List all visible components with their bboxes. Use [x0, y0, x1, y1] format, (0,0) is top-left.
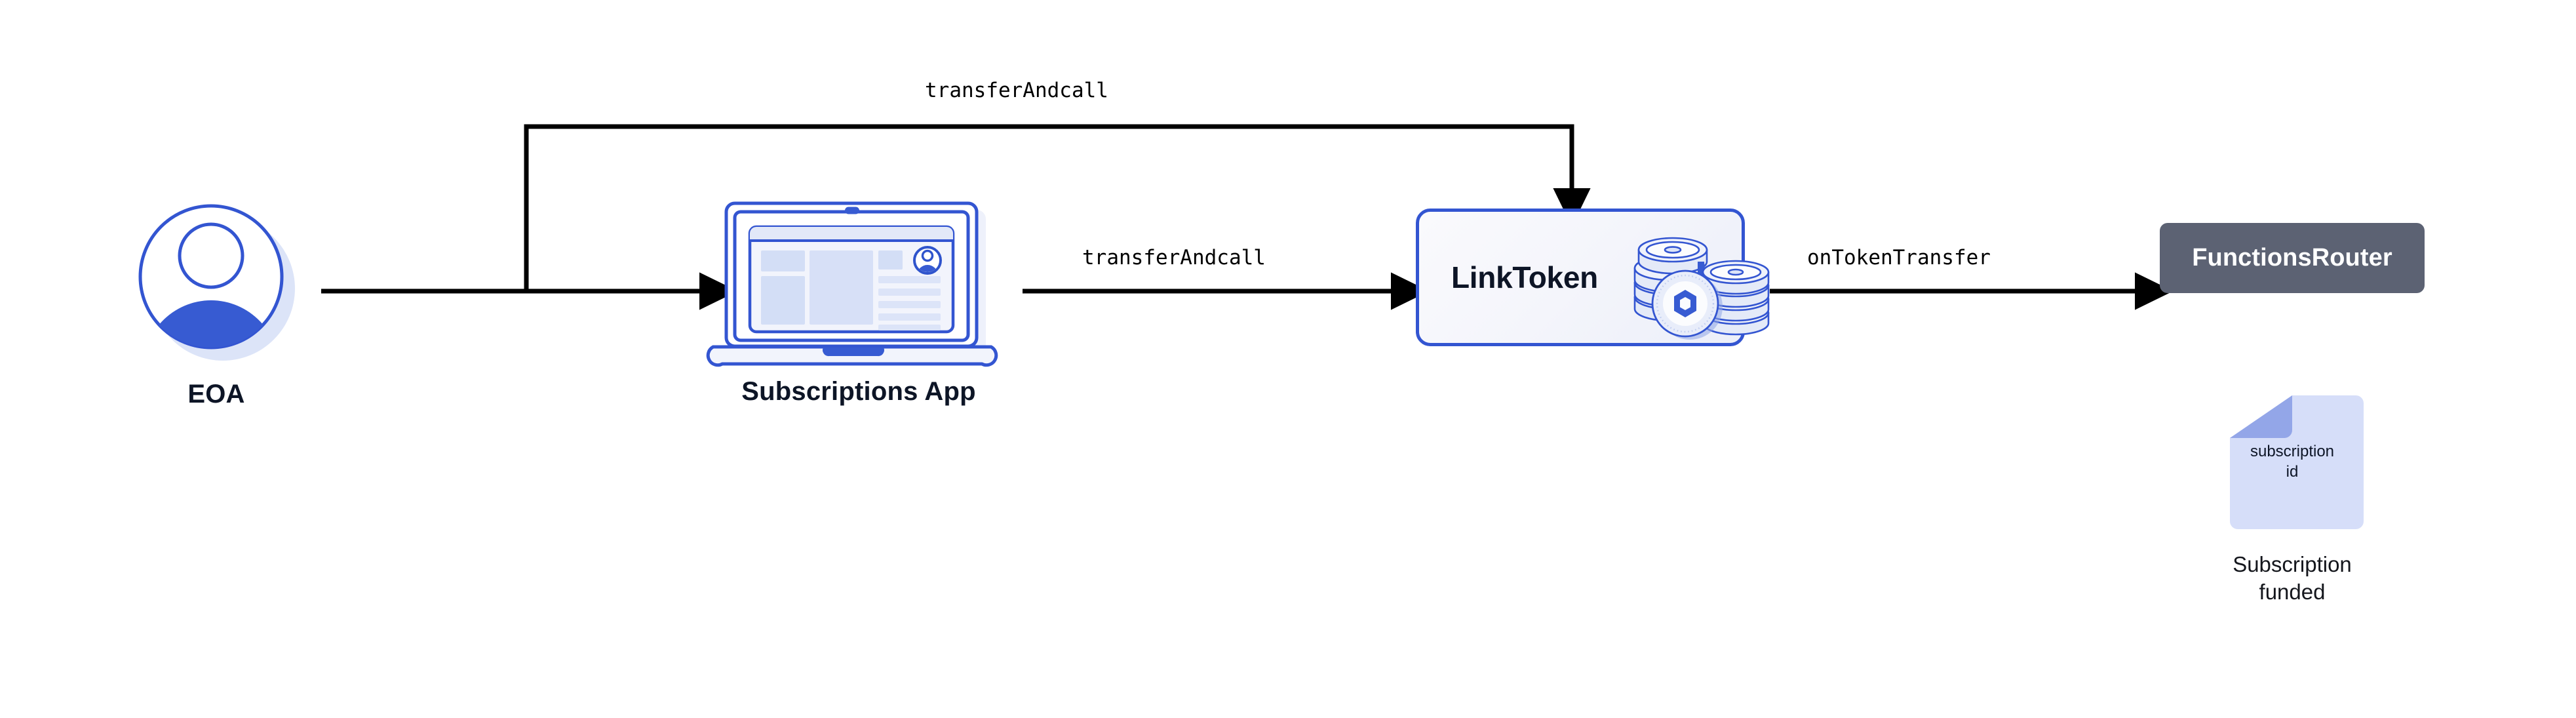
- node-eoa: EOA: [111, 197, 321, 410]
- node-subscription-document: subscription id Subscription funded: [2143, 393, 2441, 606]
- node-label-functionsrouter: FunctionsRouter: [2192, 244, 2392, 271]
- doc-text-line-2: id: [2286, 463, 2299, 481]
- doc-text-line-1: subscription: [2250, 443, 2335, 461]
- laptop-dashboard-icon: [695, 190, 1023, 374]
- node-linktoken: LinkToken: [1416, 209, 1770, 346]
- edge-label-transferandcall-mid: transferAndcall: [1082, 246, 1266, 269]
- node-subscriptions-app: Subscriptions App: [695, 190, 1023, 407]
- node-label-linktoken: LinkToken: [1451, 260, 1598, 294]
- edge-eoa-to-linktoken: [524, 124, 1591, 291]
- edge-label-transferandcall-top: transferAndcall: [925, 79, 1108, 102]
- doc-caption-line-1: Subscription: [2233, 552, 2352, 576]
- node-caption-subscription-funded: Subscription funded: [2143, 551, 2441, 606]
- doc-caption-line-2: funded: [2259, 580, 2326, 605]
- document-page-icon: subscription id: [2143, 393, 2441, 531]
- user-avatar-icon: [111, 197, 321, 374]
- document-inner-label: subscription id: [2143, 393, 2441, 531]
- edge-label-ontokentransfer: onTokenTransfer: [1807, 246, 1991, 269]
- node-label-eoa: EOA: [187, 380, 245, 409]
- node-functionsrouter: FunctionsRouter: [2160, 223, 2425, 293]
- node-label-subscriptions-app: Subscriptions App: [741, 377, 976, 406]
- functionsrouter-box: FunctionsRouter: [2160, 223, 2425, 293]
- link-coin-stack-icon: [1630, 220, 1787, 351]
